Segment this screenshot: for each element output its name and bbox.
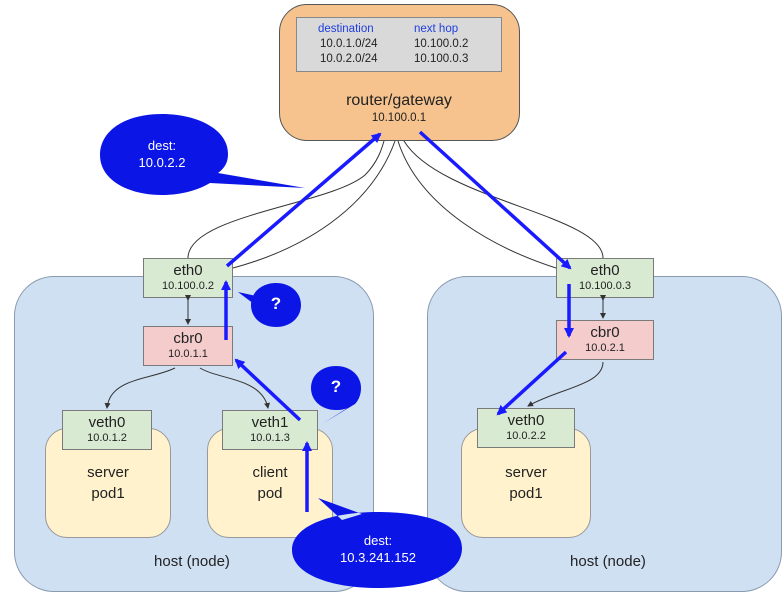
- right-cbr0-ip: 10.0.2.1: [585, 342, 625, 354]
- callout-top-line2: 10.0.2.2: [138, 155, 186, 170]
- question-mark-1: ?: [270, 294, 282, 313]
- right-host-label: host (node): [570, 553, 646, 570]
- wire-router-right-eth0-b: [397, 140, 557, 269]
- right-cbr0-name: cbr0: [590, 324, 620, 341]
- callout-top-line1: dest:: [147, 138, 177, 153]
- left-cbr0-name: cbr0: [173, 330, 203, 347]
- flow-veth1-to-cbr0: [234, 358, 302, 422]
- right-eth0-ip: 10.100.0.3: [579, 280, 631, 292]
- left-host-label: host (node): [154, 553, 230, 570]
- link-left-cbr0-veth1: [199, 367, 270, 409]
- right-eth0: eth0 10.100.0.3: [556, 258, 654, 298]
- routing-table-header-destination: destination: [318, 23, 374, 35]
- wire-router-left-eth0-b: [232, 140, 396, 269]
- client-pod-line2: pod: [257, 485, 283, 502]
- right-cbr0: cbr0 10.0.2.1: [556, 320, 654, 360]
- callout-bottom-line2: 10.3.241.152: [340, 550, 416, 565]
- wire-router-right-eth0: [403, 140, 604, 259]
- wire-router-left-eth0: [187, 140, 385, 259]
- right-server-pod-line2: pod1: [509, 485, 543, 502]
- left-cbr0-ip: 10.0.1.1: [168, 348, 208, 360]
- callout-bottom-shape: [292, 498, 462, 588]
- router-title: router/gateway: [346, 92, 452, 109]
- link-right-cbr0-veth0: [527, 361, 604, 407]
- client-pod-line1: client: [252, 464, 288, 481]
- callout-bottom-line1: dest:: [363, 533, 393, 548]
- flow-eth0-to-router: [225, 132, 382, 268]
- left-veth1-ip: 10.0.1.3: [250, 432, 290, 444]
- left-veth0-name: veth0: [88, 414, 126, 431]
- right-eth0-name: eth0: [590, 262, 620, 279]
- right-veth0-name: veth0: [507, 412, 545, 429]
- routing-table-row-1-destination: 10.0.1.0/24: [320, 38, 378, 50]
- left-eth0: eth0 10.100.0.2: [143, 258, 233, 298]
- left-server-pod-line2: pod1: [91, 485, 125, 502]
- right-veth0: veth0 10.0.2.2: [477, 408, 575, 448]
- link-left-cbr0-veth0: [104, 367, 176, 409]
- left-veth1-name: veth1: [251, 414, 289, 431]
- flow-router-to-right-eth0: [418, 130, 572, 270]
- callout-top-text: dest: 10.0.2.2: [112, 137, 212, 171]
- routing-table-row-2-destination: 10.0.2.0/24: [320, 53, 378, 65]
- callout-bottom-text: dest: 10.3.241.152: [318, 532, 438, 566]
- flow-right-cbr0-to-veth0: [496, 350, 568, 416]
- left-veth0: veth0 10.0.1.2: [62, 410, 152, 450]
- left-cbr0: cbr0 10.0.1.1: [143, 326, 233, 366]
- right-veth0-ip: 10.0.2.2: [506, 430, 546, 442]
- routing-table-row-1-next-hop: 10.100.0.2: [414, 38, 469, 50]
- left-server-pod-line1: server: [87, 464, 129, 481]
- routing-table-row-2-next-hop: 10.100.0.3: [414, 53, 469, 65]
- question-mark-2: ?: [330, 377, 342, 396]
- callout-top-shape: [100, 114, 305, 195]
- routing-table: [296, 17, 502, 72]
- router-ip: 10.100.0.1: [371, 112, 427, 124]
- left-veth0-ip: 10.0.1.2: [87, 432, 127, 444]
- right-server-pod-line1: server: [505, 464, 547, 481]
- question-bubble-2-shape: [311, 366, 361, 424]
- left-eth0-name: eth0: [173, 262, 203, 279]
- left-eth0-ip: 10.100.0.2: [162, 280, 214, 292]
- question-bubble-1-shape: [238, 283, 301, 327]
- routing-table-header-next-hop: next hop: [414, 23, 459, 35]
